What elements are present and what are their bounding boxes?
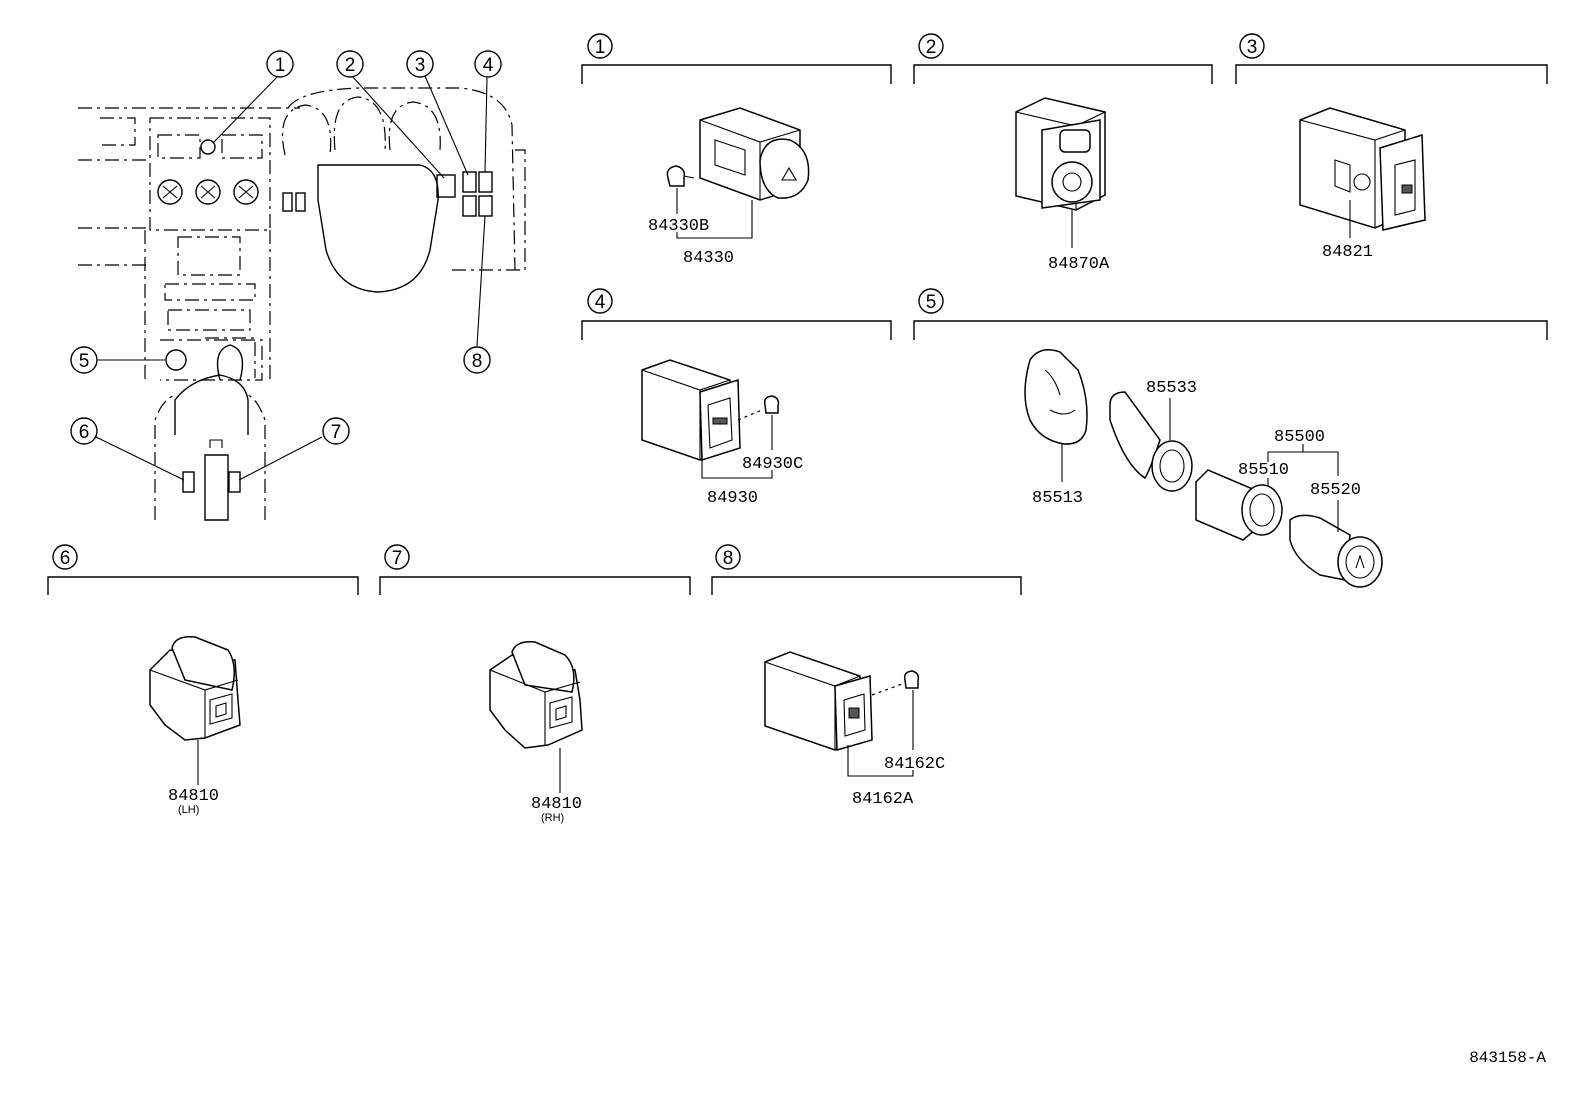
part-switch-84162: 84162C 84162A [764,651,945,809]
part-label-84810-lh: 84810 [168,787,219,806]
part-switch-84821: 84821 [1299,107,1426,262]
part-sublabel-rh: (RH) [541,812,564,824]
callout-5: 5 [70,346,98,374]
svg-text:4: 4 [483,55,494,76]
part-label-85533: 85533 [1146,379,1197,398]
svg-text:6: 6 [79,422,90,443]
part-mirror-switch: 84870A [1015,97,1110,274]
callout-4: 4 [474,50,502,78]
svg-text:3: 3 [1247,37,1258,58]
drawing-number: 843158-A [1469,1049,1546,1067]
part-label-84930: 84930 [707,489,758,508]
svg-text:2: 2 [926,37,937,58]
part-label-85510: 85510 [1238,461,1289,480]
svg-text:2: 2 [345,55,356,76]
part-label-85520: 85520 [1310,481,1361,500]
part-label-84162A: 84162A [852,790,914,809]
callout-6: 6 [70,417,98,445]
part-sublabel-lh: (LH) [178,804,199,816]
section-header-8: 8 [711,544,1022,595]
part-window-switch-lh: 84810 (LH) [149,635,241,816]
callout-3: 3 [406,50,434,78]
section-header-6: 6 [47,544,359,595]
svg-text:7: 7 [392,548,403,569]
section-header-3: 3 [1235,33,1548,84]
callout-1: 1 [266,50,294,78]
part-hazard-switch: 84330B 84330 [648,107,810,268]
part-label-85500: 85500 [1274,428,1325,447]
part-label-84330: 84330 [683,249,734,268]
svg-text:4: 4 [595,292,606,313]
section-header-7: 7 [379,544,691,595]
part-label-84870A: 84870A [1048,255,1110,274]
part-label-84810-rh: 84810 [531,795,582,814]
part-label-85513: 85513 [1032,489,1083,508]
svg-text:8: 8 [472,351,483,372]
svg-text:6: 6 [60,548,71,569]
svg-text:1: 1 [595,37,606,58]
svg-text:5: 5 [79,351,90,372]
svg-text:8: 8 [723,548,734,569]
callout-2: 2 [336,50,364,78]
section-header-1: 1 [581,33,892,84]
part-label-84330B: 84330B [648,217,709,236]
svg-text:5: 5 [926,292,937,313]
part-switch-84930: 84930C 84930 [641,359,803,508]
section-header-2: 2 [913,33,1213,84]
section-header-5: 5 [913,288,1548,340]
part-window-switch-rh: 84810 (RH) [489,640,583,824]
callout-7: 7 [322,417,350,445]
callout-8: 8 [463,346,491,374]
part-cigarette-lighter: 85513 85533 85510 85520 85500 [1024,349,1383,588]
part-label-84162C: 84162C [884,755,945,774]
section-header-4: 4 [581,288,892,340]
svg-text:7: 7 [331,422,342,443]
svg-text:1: 1 [275,55,286,76]
dashboard-overview: 1 2 3 4 5 6 7 8 [70,50,526,521]
part-label-84930C: 84930C [742,455,803,474]
part-label-84821: 84821 [1322,243,1373,262]
svg-text:3: 3 [415,55,426,76]
